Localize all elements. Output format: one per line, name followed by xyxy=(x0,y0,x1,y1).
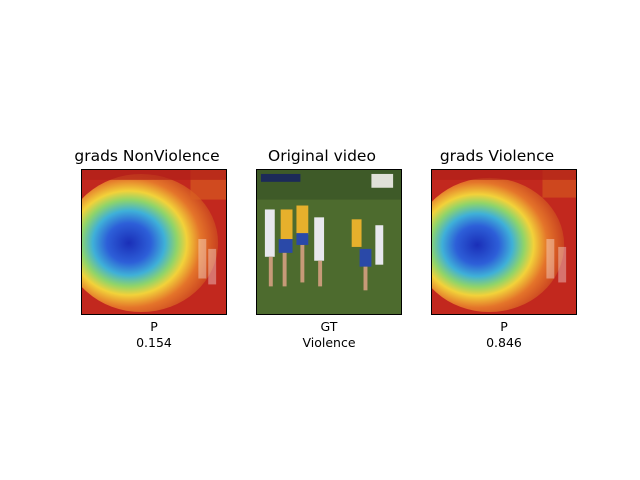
panel-title: Original video xyxy=(268,147,376,165)
caption-label: P xyxy=(150,319,158,334)
video-frame-image xyxy=(256,169,402,315)
caption-label: GT xyxy=(320,319,338,334)
caption-label: P xyxy=(500,319,508,334)
caption-value: Violence xyxy=(302,335,356,350)
prediction-caption: P 0.154 xyxy=(81,319,227,351)
caption-value: 0.154 xyxy=(136,335,172,350)
prediction-caption: P 0.846 xyxy=(431,319,577,351)
heatmap-image xyxy=(431,169,577,315)
ground-truth-caption: GT Violence xyxy=(256,319,402,351)
panel-title: grads Violence xyxy=(439,147,555,165)
caption-value: 0.846 xyxy=(486,335,522,350)
panel-title: grads NonViolence xyxy=(74,147,220,165)
heatmap-image xyxy=(81,169,227,315)
